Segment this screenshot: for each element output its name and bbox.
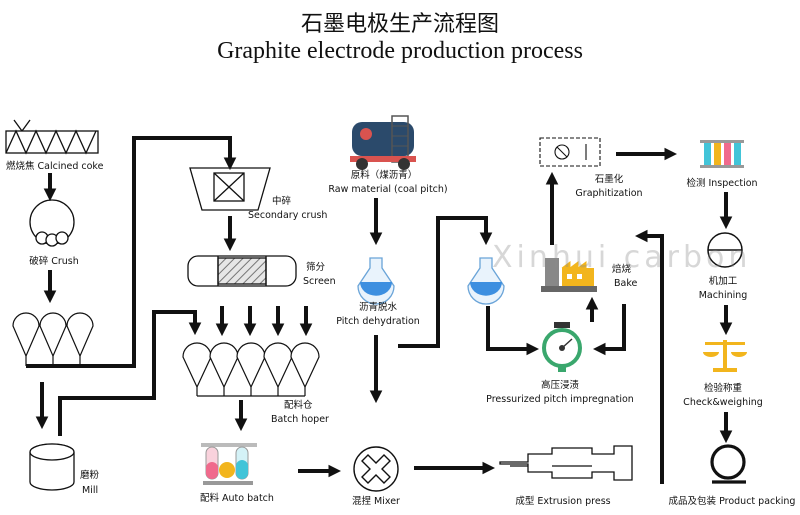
label-bake-cn: 焙烧 — [612, 264, 632, 275]
bake-furnace-icon — [541, 258, 597, 292]
label-graphitization-en: Graphitization — [575, 188, 643, 199]
label-mill-cn: 磨粉 — [80, 470, 100, 481]
machining-icon — [707, 232, 743, 268]
label-impregnation-en: Pressurized pitch impregnation — [486, 394, 634, 405]
crusher-icon — [29, 199, 75, 247]
mixer-icon — [353, 446, 399, 492]
conveyor-icon — [5, 119, 99, 155]
scale-icon — [703, 340, 747, 372]
label-crush: 破碎 Crush — [29, 256, 79, 267]
label-impregnation-cn: 高压浸渍 — [540, 380, 580, 391]
inspection-icon — [700, 140, 744, 168]
label-bake-en: Bake — [614, 278, 638, 289]
label-screen-cn: 筛分 — [306, 262, 326, 273]
pressure-gauge-icon — [542, 322, 582, 372]
label-inspection: 检测 Inspection — [686, 178, 758, 189]
packing-icon — [710, 444, 746, 484]
label-packing: 成品及包装 Product packing — [668, 496, 796, 507]
label-screen-en: Screen — [303, 276, 336, 287]
label-auto-batch: 配料 Auto batch — [200, 493, 274, 504]
label-raw-material-cn: 原料（煤沥青） — [350, 170, 418, 181]
label-mill-en: Mill — [82, 485, 99, 496]
label-secondary-crush-cn: 中碎 — [272, 196, 292, 207]
label-machining-en: Machining — [698, 290, 748, 301]
flow-arrows — [26, 136, 733, 484]
auto-batch-icon — [201, 443, 257, 485]
screen-icon — [187, 255, 297, 287]
label-check-cn: 检验称重 — [703, 383, 743, 394]
storage-hoppers-icon — [12, 312, 94, 366]
label-mixer: 混捏 Mixer — [352, 496, 400, 507]
label-pitch-dehydration-cn: 沥青脱水 — [358, 302, 398, 313]
secondary-crusher-icon — [189, 167, 271, 211]
label-calcined-coke: 燃烧焦 Calcined coke — [6, 161, 104, 172]
label-graphitization-cn: 石墨化 — [594, 174, 624, 185]
label-extrusion: 成型 Extrusion press — [515, 496, 611, 507]
graphitization-icon — [539, 137, 601, 167]
watermark: Xinhui carbon — [492, 240, 752, 275]
flask-dehydration-icon — [357, 257, 395, 305]
label-raw-material-en: Raw material (coal pitch) — [328, 184, 448, 195]
label-batch-hopper-cn: 配料仓 — [284, 400, 313, 411]
extrusion-press-icon — [499, 445, 633, 481]
tanker-icon — [350, 115, 416, 170]
label-batch-hopper-en: Batch hoper — [271, 414, 329, 425]
batch-hoppers-icon — [182, 342, 320, 397]
flask-impregnation-icon — [467, 257, 505, 305]
title-chinese: 石墨电极生产流程图 — [300, 12, 499, 37]
mill-icon — [29, 443, 75, 491]
label-secondary-crush-en: Secondary crush — [248, 210, 328, 221]
label-machining-cn: 机加工 — [708, 276, 738, 287]
label-pitch-dehydration-en: Pitch dehydration — [336, 316, 420, 327]
label-check-en: Check&weighing — [683, 397, 763, 408]
title-english: Graphite electrode production process — [217, 38, 583, 64]
